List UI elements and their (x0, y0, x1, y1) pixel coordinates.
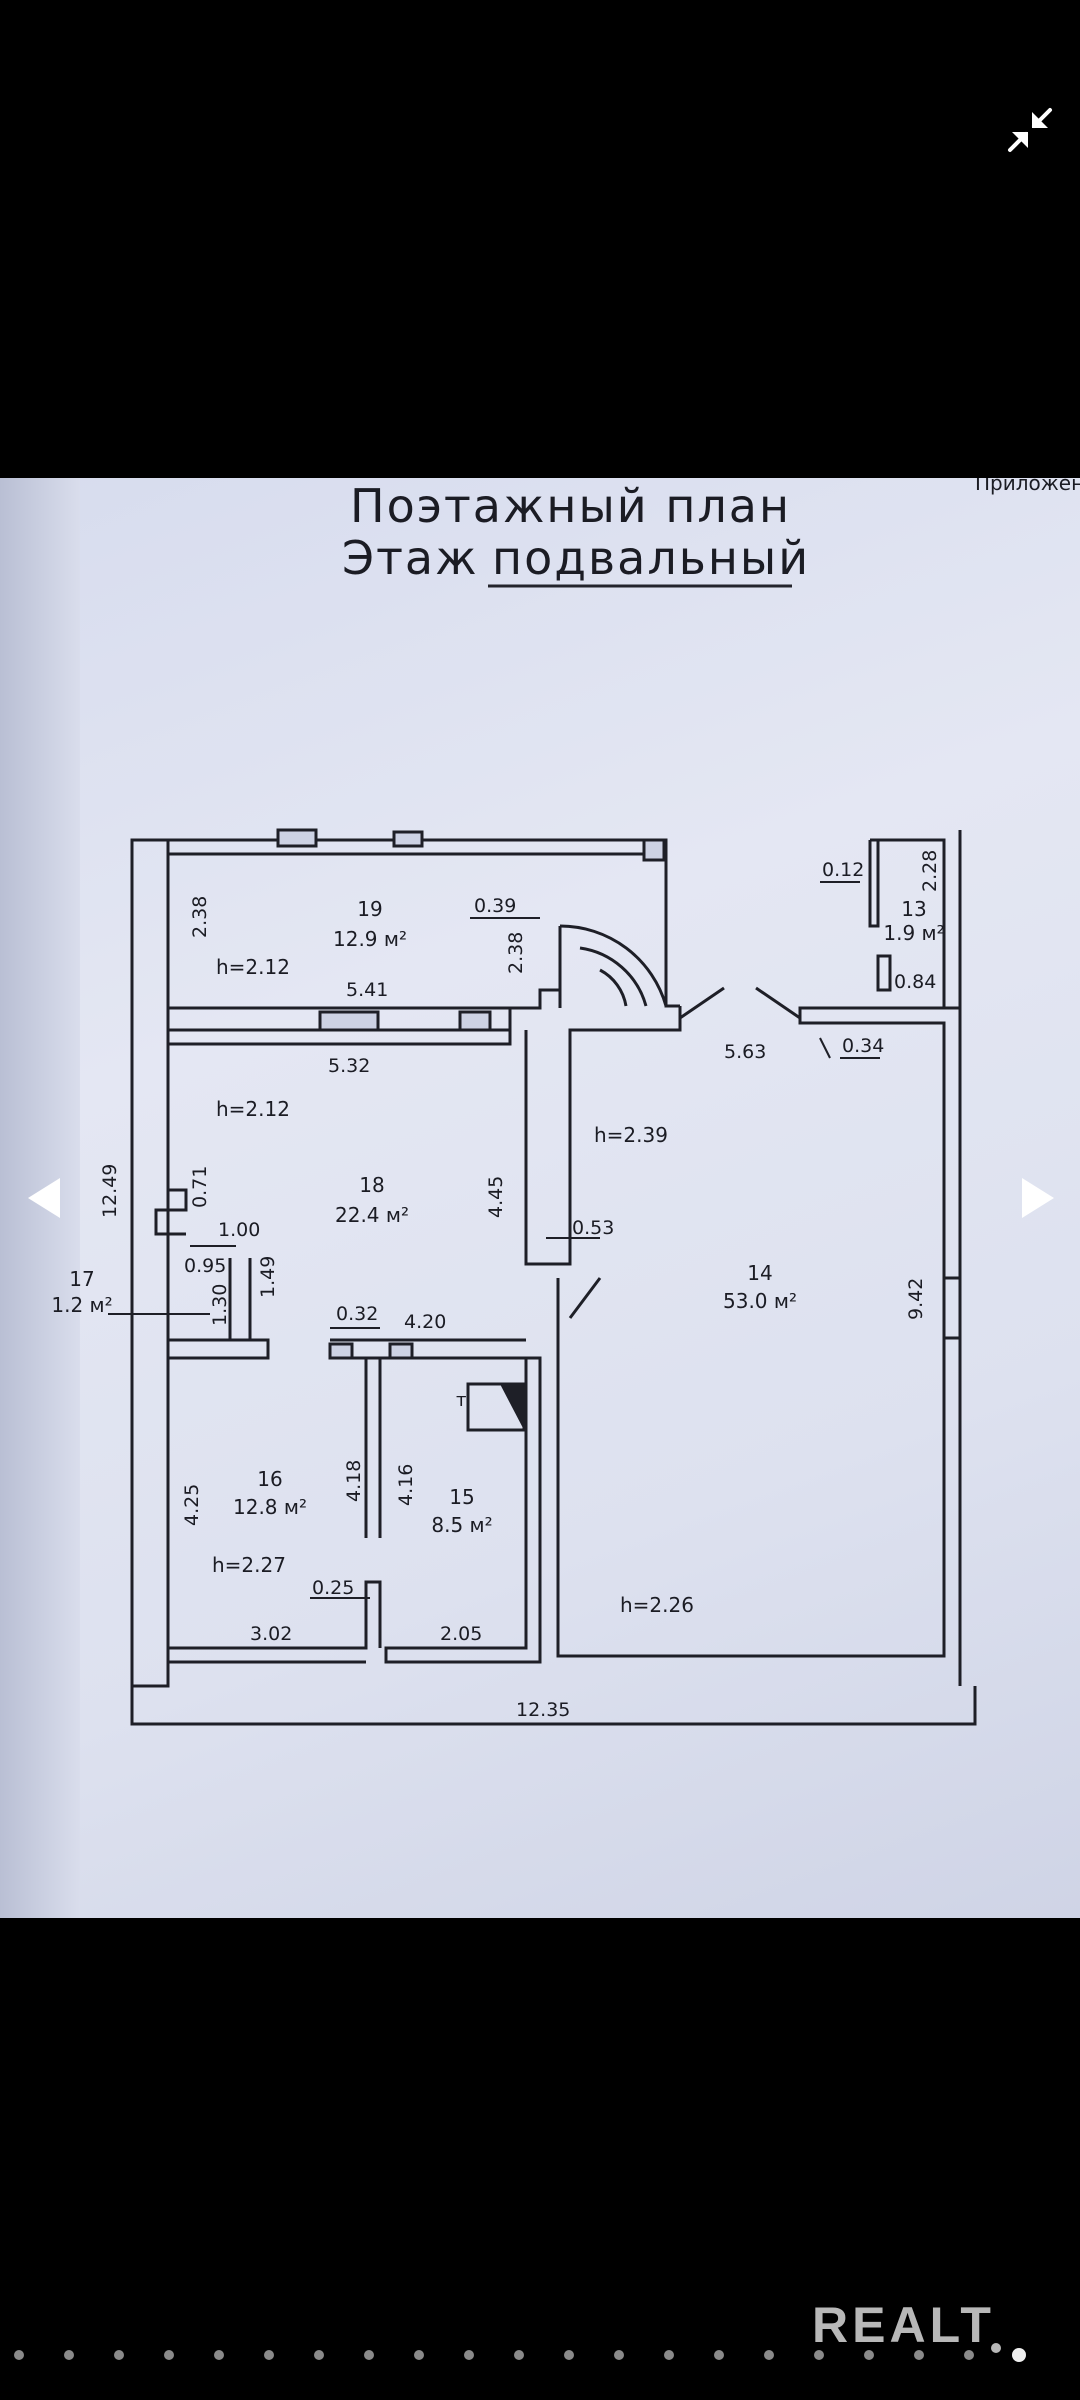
svg-text:12.49: 12.49 (99, 1164, 121, 1218)
svg-text:18: 18 (359, 1173, 384, 1197)
svg-text:9.42: 9.42 (905, 1278, 927, 1320)
pagination-dot[interactable] (864, 2350, 874, 2360)
svg-text:1.9 м²: 1.9 м² (883, 921, 944, 945)
triangle-right-icon (1022, 1178, 1054, 1218)
pagination-dot[interactable] (514, 2350, 524, 2360)
svg-text:4.25: 4.25 (181, 1484, 203, 1526)
leader-lines (108, 881, 880, 1599)
pagination-dot[interactable] (664, 2350, 674, 2360)
svg-text:h=2.26: h=2.26 (620, 1593, 694, 1617)
svg-text:16: 16 (257, 1467, 282, 1491)
svg-text:h=2.12: h=2.12 (216, 955, 290, 979)
previous-photo-button[interactable] (20, 1168, 76, 1228)
pagination-dot[interactable] (314, 2350, 324, 2360)
pagination-dot[interactable] (814, 2350, 824, 2360)
pagination-dot[interactable] (14, 2350, 24, 2360)
svg-text:8.5 м²: 8.5 м² (431, 1513, 492, 1537)
realt-logo: REALT (812, 2297, 1001, 2353)
svg-text:0.39: 0.39 (474, 895, 516, 917)
triangle-left-icon (28, 1178, 60, 1218)
svg-text:4.18: 4.18 (343, 1460, 365, 1502)
floor-plan-photo: Приложен Поэтажный план Этаж подвальный (0, 478, 1080, 1918)
pagination-dot[interactable] (164, 2350, 174, 2360)
realt-watermark: REALT (812, 2296, 1032, 2356)
pagination-dot[interactable] (464, 2350, 474, 2360)
svg-text:h=2.39: h=2.39 (594, 1123, 668, 1147)
corner-caption: Приложен (975, 478, 1080, 495)
svg-text:53.0 м²: 53.0 м² (723, 1289, 797, 1313)
svg-text:2.05: 2.05 (440, 1623, 482, 1645)
svg-text:h=2.27: h=2.27 (212, 1553, 286, 1577)
next-photo-button[interactable] (1010, 1168, 1066, 1228)
pagination-dot[interactable] (114, 2350, 124, 2360)
plan-title-line2-value: подвальный (492, 531, 810, 585)
svg-text:15: 15 (449, 1485, 474, 1509)
svg-text:3.02: 3.02 (250, 1623, 292, 1645)
ceiling-heights: h=2.12 h=2.12 h=2.39 h=2.27 h=2.26 (212, 955, 694, 1617)
pagination-dot[interactable] (714, 2350, 724, 2360)
svg-text:19: 19 (357, 897, 382, 921)
svg-text:2.38: 2.38 (505, 932, 527, 974)
pagination-dot[interactable] (214, 2350, 224, 2360)
pagination-dot[interactable] (364, 2350, 374, 2360)
svg-text:0.32: 0.32 (336, 1303, 378, 1325)
pagination-dot[interactable] (764, 2350, 774, 2360)
pagination-dot[interactable] (264, 2350, 274, 2360)
svg-text:22.4 м²: 22.4 м² (335, 1203, 409, 1227)
svg-text:h=2.12: h=2.12 (216, 1097, 290, 1121)
svg-text:0.84: 0.84 (894, 971, 936, 993)
window-marks (276, 828, 666, 1360)
plan-title-line2-prefix: Этаж (342, 531, 479, 585)
photo-pagination (0, 2340, 1080, 2370)
pagination-dot[interactable] (614, 2350, 624, 2360)
stair-block: т (456, 1382, 526, 1432)
svg-text:2.28: 2.28 (919, 850, 941, 892)
svg-text:0.53: 0.53 (572, 1217, 614, 1239)
svg-text:1.49: 1.49 (257, 1256, 279, 1298)
svg-text:0.95: 0.95 (184, 1255, 226, 1277)
collapse-fullscreen-button[interactable] (1000, 100, 1060, 160)
pagination-dot[interactable] (414, 2350, 424, 2360)
pagination-dot[interactable] (64, 2350, 74, 2360)
svg-text:5.41: 5.41 (346, 979, 388, 1001)
svg-text:5.32: 5.32 (328, 1055, 370, 1077)
svg-text:13: 13 (901, 897, 926, 921)
svg-text:14: 14 (747, 1261, 772, 1285)
floor-plan-drawing: Приложен Поэтажный план Этаж подвальный (51, 478, 1080, 1726)
svg-text:2.38: 2.38 (189, 896, 211, 938)
pagination-dot[interactable] (914, 2350, 924, 2360)
svg-text:4.20: 4.20 (404, 1311, 446, 1333)
pagination-dot[interactable] (964, 2350, 974, 2360)
svg-text:17: 17 (69, 1267, 94, 1291)
collapse-arrows-icon (1008, 108, 1052, 152)
pagination-dot[interactable] (564, 2350, 574, 2360)
plan-title-line1: Поэтажный план (350, 479, 791, 533)
svg-text:12.8 м²: 12.8 м² (233, 1495, 307, 1519)
svg-text:т: т (456, 1390, 467, 1411)
svg-text:0.71: 0.71 (189, 1166, 211, 1208)
dimension-labels: 2.38 0.39 2.38 5.41 5.32 4.45 0.53 0.71 … (99, 850, 941, 1721)
svg-text:4.16: 4.16 (395, 1464, 417, 1506)
svg-text:12.35: 12.35 (516, 1699, 570, 1721)
svg-text:REALT: REALT (812, 2297, 995, 2353)
svg-text:0.34: 0.34 (842, 1035, 884, 1057)
pagination-dot[interactable] (1012, 2348, 1026, 2362)
svg-text:1.2 м²: 1.2 м² (51, 1293, 112, 1317)
svg-text:0.12: 0.12 (822, 859, 864, 881)
svg-text:1.30: 1.30 (209, 1284, 231, 1326)
svg-text:0.25: 0.25 (312, 1577, 354, 1599)
svg-text:5.63: 5.63 (724, 1041, 766, 1063)
svg-text:1.00: 1.00 (218, 1219, 260, 1241)
room-labels: 19 12.9 м² 18 22.4 м² 17 1.2 м² 16 12.8 … (51, 897, 944, 1537)
svg-text:12.9 м²: 12.9 м² (333, 927, 407, 951)
svg-text:4.45: 4.45 (485, 1176, 507, 1218)
